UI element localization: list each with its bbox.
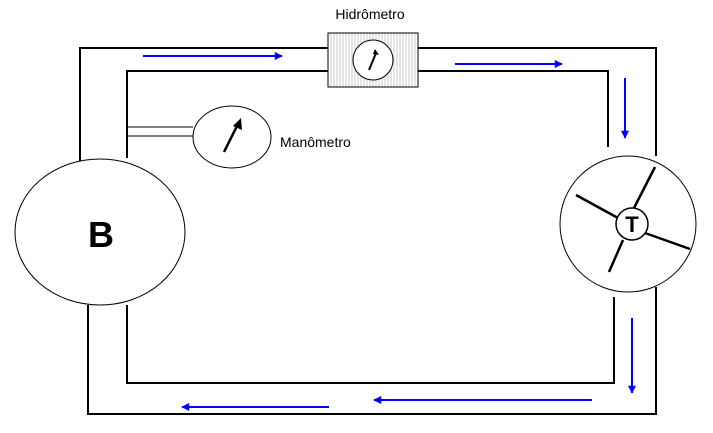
turbine-blades bbox=[575, 166, 691, 273]
pipe-outer bbox=[79, 47, 657, 415]
hydrometer bbox=[327, 32, 419, 88]
flow-arrows bbox=[143, 52, 636, 411]
pump: B bbox=[14, 158, 186, 306]
turbine-label: T bbox=[625, 212, 639, 237]
pump-label: B bbox=[88, 214, 114, 255]
manometer-connector bbox=[127, 126, 193, 137]
hydrometer-gauge-icon bbox=[352, 39, 394, 81]
manometer-gauge-icon bbox=[192, 105, 272, 169]
turbine: T bbox=[559, 155, 697, 293]
manometer-label: Manômetro bbox=[280, 134, 351, 150]
pipe-inner bbox=[126, 70, 615, 384]
hydrometer-label: Hidrômetro bbox=[335, 6, 404, 22]
